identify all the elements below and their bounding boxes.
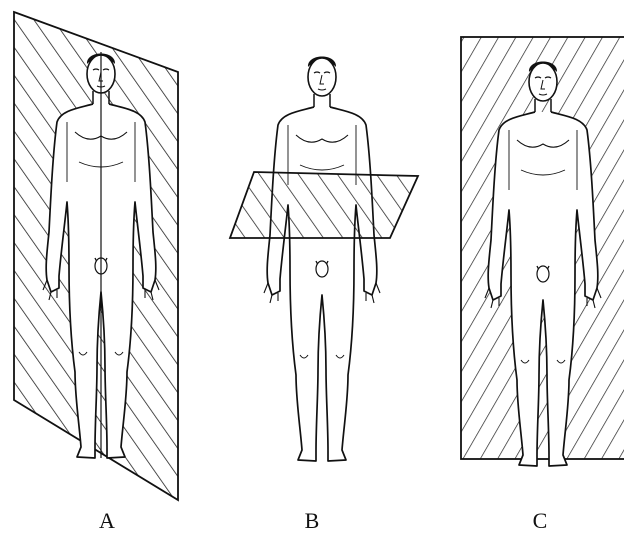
panel-c [461,37,624,466]
panel-label-b: B [292,508,332,534]
human-figure-b [264,57,380,462]
panel-label-c: C [520,508,560,534]
panel-label-a: A [87,508,127,534]
transverse-plane [230,172,418,238]
panel-a [14,12,178,500]
panel-b [230,57,418,462]
